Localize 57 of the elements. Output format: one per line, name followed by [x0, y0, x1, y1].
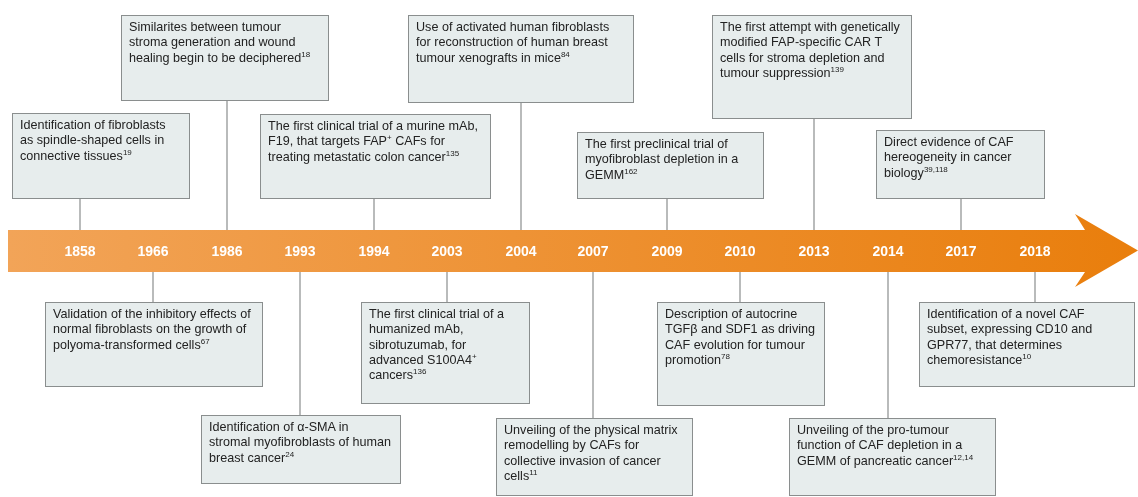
event-box — [45, 302, 263, 387]
event-box — [201, 415, 401, 484]
event-description: The first clinical trial of a humanized mAb, sibrotuzumab, for advanced S100A4$^{+}$ cancers$^{136}$ — [369, 307, 506, 384]
event-description: Description of autocrine TGFβ and SDF1 as driving CAF evolution for tumour promotion$^{78}$ — [665, 307, 817, 369]
leader-line — [666, 198, 668, 231]
event-box — [121, 15, 329, 101]
event-description: Unveiling of the physical matrix remodelling by CAFs for collective invasion of cancer cells$^{11}$ — [504, 423, 679, 485]
leader-line — [1034, 271, 1036, 303]
year-label: 1986 — [197, 230, 257, 272]
event-box — [12, 113, 190, 199]
leader-line — [152, 271, 154, 303]
event-box — [496, 418, 693, 496]
event-box — [408, 15, 634, 103]
leader-line — [79, 198, 81, 231]
year-label: 2013 — [784, 230, 844, 272]
event-description: The first attempt with genetically modified FAP-specific CAR T cells for stroma depletion and tumour suppression$^{139}$ — [720, 20, 901, 82]
event-description: Use of activated human fibroblasts for reconstruction of human breast tumour xenografts in mice$^{84}$ — [416, 20, 611, 67]
event-box — [919, 302, 1135, 387]
event-description: Identification of a novel CAF subset, expressing CD10 and GPR77, that determines chemoresistance$^{10}$ — [927, 307, 1094, 369]
leader-line — [299, 271, 301, 416]
leader-line — [739, 271, 741, 303]
year-label: 2004 — [491, 230, 551, 272]
year-label: 2010 — [710, 230, 770, 272]
event-description: Direct evidence of CAF hereogeneity in cancer biology$^{39,118}$ — [884, 135, 1015, 182]
leader-line — [226, 100, 228, 231]
event-box — [876, 130, 1045, 199]
event-description: Validation of the inhibitory effects of normal fibroblasts on the growth of polyoma-transformed cells$^{67}$ — [53, 307, 252, 354]
event-description: The first preclinical trial of myofibroblast depletion in a GEMM$^{162}$ — [585, 137, 740, 184]
year-label: 1966 — [123, 230, 183, 272]
leader-line — [813, 118, 815, 231]
event-description: Similarites between tumour stroma generation and wound healing begin to be deciphered$^{18}$ — [129, 20, 312, 67]
leader-line — [446, 271, 448, 303]
year-label: 2007 — [563, 230, 623, 272]
leader-line — [592, 271, 594, 419]
year-label: 2009 — [637, 230, 697, 272]
year-label: 2018 — [1005, 230, 1065, 272]
year-label: 1858 — [50, 230, 110, 272]
event-description: Identification of fibroblasts as spindle-shaped cells in connective tissues$^{19}$ — [20, 118, 167, 165]
year-label: 2017 — [931, 230, 991, 272]
event-box — [577, 132, 764, 199]
event-box — [361, 302, 530, 404]
leader-line — [373, 198, 375, 231]
year-label: 2003 — [417, 230, 477, 272]
year-label: 1994 — [344, 230, 404, 272]
year-label: 2014 — [858, 230, 918, 272]
leader-line — [520, 102, 522, 231]
event-description: The first clinical trial of a murine mAb, F19, that targets FAP$^{+}$ CAFs for treating metastatic colon cancer$^{135}$ — [268, 119, 479, 166]
leader-line — [960, 198, 962, 231]
timeline-arrow — [8, 214, 1138, 287]
event-box — [260, 114, 491, 199]
event-box — [789, 418, 996, 496]
event-description: Unveiling of the pro-tumour function of CAF depletion in a GEMM of pancreatic cancer$^{12,14}$ — [797, 423, 975, 470]
event-box — [712, 15, 912, 119]
event-description: Identification of α-SMA in stromal myofibroblasts of human breast cancer$^{24}$ — [209, 420, 392, 467]
event-box — [657, 302, 825, 406]
year-label: 1993 — [270, 230, 330, 272]
leader-line — [887, 271, 889, 419]
